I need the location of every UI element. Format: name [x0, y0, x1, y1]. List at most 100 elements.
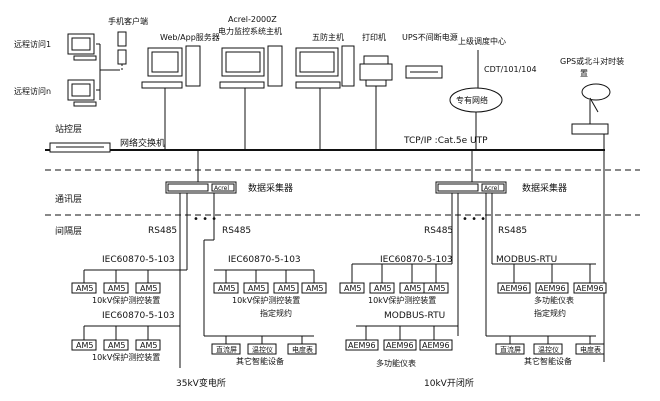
five-prevention-label: 五防主机: [312, 32, 344, 42]
svg-text:AM5: AM5: [306, 284, 323, 293]
dc-screen-right: 直流屏: [495, 343, 525, 355]
svg-text:AM5: AM5: [404, 284, 421, 293]
am5-row2-1: AM5: [71, 339, 97, 351]
iec-label-3: IEC60870-5-103: [380, 255, 453, 265]
svg-text:AEM96: AEM96: [538, 284, 566, 293]
five-prevention-host: 五防主机: [295, 32, 355, 150]
iec-label-1: IEC60870-5-103: [102, 255, 175, 265]
svg-text:AM5: AM5: [428, 284, 445, 293]
collector-right-label: 数据采集器: [522, 182, 567, 194]
svg-text:AEM96: AEM96: [500, 284, 528, 293]
am5-row1-5: AM5: [243, 282, 269, 294]
aem96-row2-1: AEM96: [345, 339, 379, 351]
layer-comm-label: 通讯层: [55, 194, 82, 205]
svg-text:AEM96: AEM96: [422, 341, 450, 350]
gps-line2: 置: [580, 69, 588, 78]
aem96-row2-3: AEM96: [419, 339, 453, 351]
am5-row1-7: AM5: [301, 282, 327, 294]
svg-text:AM5: AM5: [76, 341, 93, 350]
upper-dispatch-label: 上级调度中心: [458, 36, 506, 46]
svg-text:AEM96: AEM96: [386, 341, 414, 350]
diff-meter-right: 温控仪: [533, 343, 563, 355]
group-multi-1: 多功能仪表: [534, 295, 574, 305]
remote-n-label: 远程访问n: [14, 86, 51, 96]
am5-row1-6: AM5: [273, 282, 299, 294]
data-collector-left: Acrel 数据采集器: [165, 150, 293, 194]
svg-text:AEM96: AEM96: [348, 341, 376, 350]
phone-client-label: 手机客户端: [108, 16, 148, 26]
group-protect-3: 10kV保护测控装置: [368, 295, 436, 305]
energy-meter-right: 电度表: [575, 343, 605, 355]
rs485-label-2: RS485: [222, 226, 251, 236]
dots-right: • • •: [462, 214, 486, 225]
printer-label: 打印机: [362, 32, 386, 42]
diff-meter-left: 温控仪: [247, 343, 277, 355]
remote-pc-1: 远程访问1: [14, 33, 97, 61]
svg-text:直流屏: 直流屏: [500, 345, 521, 354]
gps-receiver: GPS或北斗对时装 置: [560, 56, 624, 362]
layer-bay-label: 间隔层: [55, 225, 82, 237]
tcpip-label: TCP/IP :Cat.5e UTP: [403, 136, 488, 146]
web-app-server: Web/App服务器: [141, 32, 220, 150]
acrel-host-line1: Acrel-2000Z: [228, 15, 277, 24]
svg-text:AM5: AM5: [374, 284, 391, 293]
svg-text:温控仪: 温控仪: [252, 345, 273, 354]
iec-label-2: IEC60870-5-103: [228, 255, 301, 265]
private-net-label: 专有网络: [456, 95, 488, 105]
private-network-cloud: 专有网络: [449, 87, 503, 113]
am5-row1-10: AM5: [399, 282, 425, 294]
rs485-label-4: RS485: [498, 226, 527, 236]
am5-row1-9: AM5: [369, 282, 395, 294]
iec-label-4: IEC60870-5-103: [102, 311, 175, 321]
am5-row2-2: AM5: [103, 339, 129, 351]
data-collector-right: Acrel 数据采集器: [435, 150, 567, 194]
group-multi-2: 多功能仪表: [376, 358, 416, 368]
web-server-label: Web/App服务器: [160, 32, 220, 42]
am5-row1-3: AM5: [135, 282, 161, 294]
dots-left: • • •: [193, 214, 217, 225]
modbus-label-2: MODBUS-RTU: [384, 311, 445, 321]
dc-screen-left: 直流屏: [211, 343, 241, 355]
svg-text:AM5: AM5: [344, 284, 361, 293]
group-protect-4: 10kV保护测控装置: [92, 352, 160, 362]
am5-row2-3: AM5: [135, 339, 161, 351]
rs485-label-3: RS485: [424, 226, 453, 236]
aem96-row1-1: AEM96: [497, 282, 531, 294]
group-protect-2: 10kV保护测控装置: [232, 295, 300, 305]
acrel-host: Acrel-2000Z 电力监控系统主机: [218, 15, 283, 150]
svg-text:AM5: AM5: [248, 284, 265, 293]
aem96-row1-3: AEM96: [573, 282, 607, 294]
am5-row1-2: AM5: [103, 282, 129, 294]
collector-left-label: 数据采集器: [248, 182, 293, 194]
am5-row1-4: AM5: [213, 282, 239, 294]
svg-text:电度表: 电度表: [292, 345, 313, 354]
network-switch: 网络交换机: [49, 137, 165, 153]
svg-text:AM5: AM5: [140, 284, 157, 293]
group-other-1: 其它智能设备: [236, 356, 284, 366]
svg-text:AM5: AM5: [108, 284, 125, 293]
collector-right-brand: Acrel: [484, 185, 499, 192]
svg-text:电度表: 电度表: [580, 345, 601, 354]
collector-left-brand: Acrel: [214, 185, 229, 192]
layer-station-label: 站控层: [55, 123, 82, 135]
site-35kv: 35kV变电所: [176, 377, 226, 389]
ups: UPS不间断电源: [402, 32, 458, 79]
rs485-label-1: RS485: [148, 226, 177, 236]
specified-label-1: 指定规约: [260, 308, 292, 318]
phone-client: 手机客户端: [108, 16, 148, 72]
am5-row1-11: AM5: [423, 282, 449, 294]
svg-text:AM5: AM5: [218, 284, 235, 293]
printer: 打印机: [359, 32, 393, 150]
am5-row1-8: AM5: [339, 282, 365, 294]
svg-text:AM5: AM5: [278, 284, 295, 293]
network-switch-label: 网络交换机: [120, 137, 165, 149]
svg-text:直流屏: 直流屏: [216, 345, 237, 354]
group-other-2: 其它智能设备: [524, 356, 572, 366]
am5-row1-1: AM5: [71, 282, 97, 294]
remote-pc-n: 远程访问n: [14, 79, 97, 107]
aem96-row2-2: AEM96: [383, 339, 417, 351]
gps-line1: GPS或北斗对时装: [560, 56, 624, 66]
svg-text:AEM96: AEM96: [576, 284, 604, 293]
